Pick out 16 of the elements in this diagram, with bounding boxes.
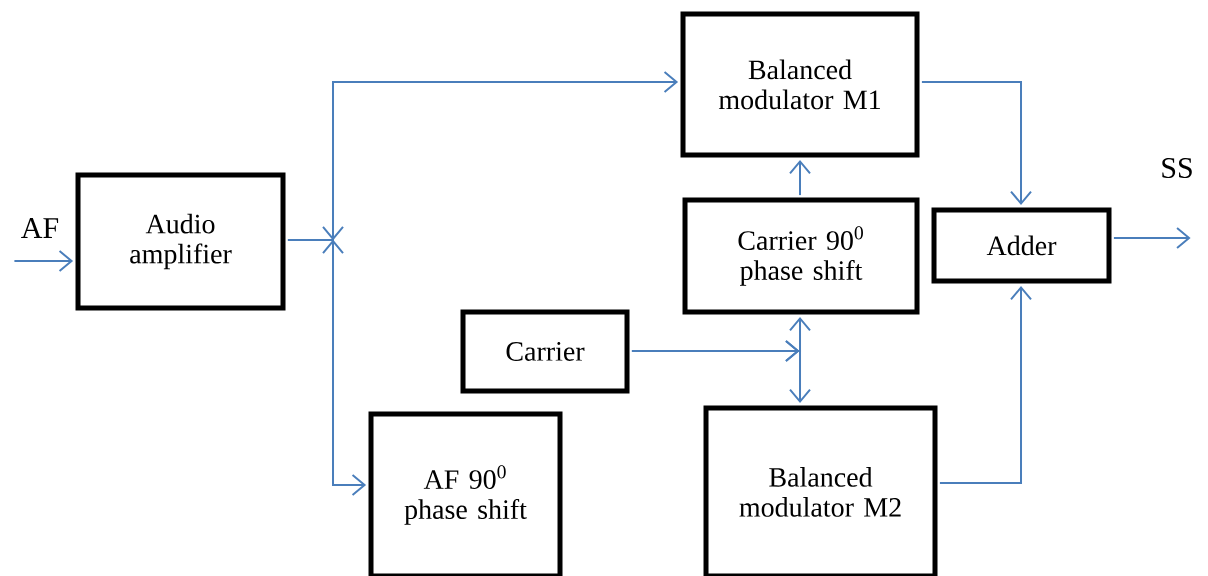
arrow: [13, 250, 74, 272]
modulator-box: Balanced modulator M1: [680, 11, 920, 158]
arrow: [789, 159, 811, 197]
arrow: [938, 285, 1032, 484]
modulator-box: Balanced modulator M2: [703, 405, 938, 576]
arrow: [630, 340, 811, 404]
arrow: [286, 225, 367, 496]
adder-box: Adder: [931, 207, 1112, 284]
signal-label: SS: [1162, 157, 1192, 179]
arrow: [920, 81, 1032, 206]
arrow: [1112, 227, 1191, 249]
signal-label: AF: [21, 218, 59, 238]
phase-shift-box: AF 90$^{0}$ phase shift: [368, 411, 563, 576]
carrier-box: Carrier: [460, 309, 630, 394]
amplifier-box: Audio amplifier: [75, 172, 286, 311]
phase-shift-box: Carrier 90$^{0}$ phase shift: [682, 197, 920, 315]
